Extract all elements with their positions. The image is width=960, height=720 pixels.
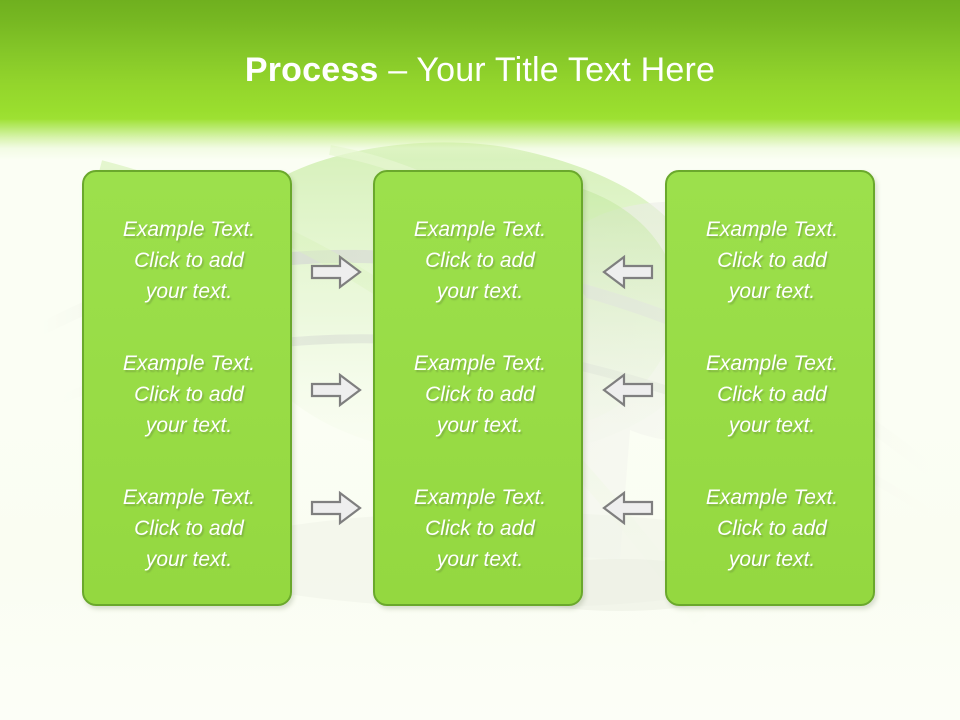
arrow-left-icon[interactable] <box>602 490 654 526</box>
placeholder-line: Example Text. <box>705 218 839 241</box>
process-box-column-3[interactable]: Example Text. Click to add your text. Ex… <box>665 170 875 606</box>
placeholder-line: your text. <box>436 414 524 437</box>
placeholder-line: Example Text. <box>413 486 547 509</box>
placeholder-line: Click to add <box>425 517 535 540</box>
placeholder-line: Click to add <box>134 383 244 406</box>
text-placeholder-2-1[interactable]: Example Text. Click to add your text. <box>383 214 577 307</box>
placeholder-line: Click to add <box>134 517 244 540</box>
text-placeholder-3-3[interactable]: Example Text. Click to add your text. <box>675 482 869 575</box>
placeholder-line: Example Text. <box>122 486 256 509</box>
page-title-rest: – Your Title Text Here <box>378 51 716 89</box>
page-title: Process – Your Title Text Here <box>0 48 960 92</box>
text-placeholder-3-2[interactable]: Example Text. Click to add your text. <box>675 348 869 441</box>
placeholder-line: your text. <box>728 414 816 437</box>
arrow-right-icon[interactable] <box>310 372 362 408</box>
placeholder-line: Example Text. <box>413 218 547 241</box>
text-placeholder-1-2[interactable]: Example Text. Click to add your text. <box>92 348 286 441</box>
placeholder-line: Example Text. <box>413 352 547 375</box>
arrow-right-icon[interactable] <box>310 254 362 290</box>
text-placeholder-1-3[interactable]: Example Text. Click to add your text. <box>92 482 286 575</box>
placeholder-line: your text. <box>145 414 233 437</box>
placeholder-line: Click to add <box>134 249 244 272</box>
text-placeholder-2-3[interactable]: Example Text. Click to add your text. <box>383 482 577 575</box>
text-placeholder-2-2[interactable]: Example Text. Click to add your text. <box>383 348 577 441</box>
arrow-left-icon[interactable] <box>602 372 654 408</box>
placeholder-line: Click to add <box>717 517 827 540</box>
process-box-column-2[interactable]: Example Text. Click to add your text. Ex… <box>373 170 583 606</box>
placeholder-line: Click to add <box>425 249 535 272</box>
page-title-strong: Process <box>244 51 379 89</box>
placeholder-line: Example Text. <box>705 352 839 375</box>
placeholder-line: your text. <box>436 280 524 303</box>
arrow-right-icon[interactable] <box>310 490 362 526</box>
placeholder-line: Click to add <box>717 383 827 406</box>
header-fade <box>0 118 960 160</box>
placeholder-line: Example Text. <box>122 218 256 241</box>
process-box-column-1[interactable]: Example Text. Click to add your text. Ex… <box>82 170 292 606</box>
arrow-left-icon[interactable] <box>602 254 654 290</box>
placeholder-line: your text. <box>145 548 233 571</box>
placeholder-line: Click to add <box>425 383 535 406</box>
placeholder-line: your text. <box>728 280 816 303</box>
placeholder-line: your text. <box>145 280 233 303</box>
placeholder-line: Example Text. <box>705 486 839 509</box>
text-placeholder-1-1[interactable]: Example Text. Click to add your text. <box>92 214 286 307</box>
placeholder-line: Click to add <box>717 249 827 272</box>
placeholder-line: your text. <box>436 548 524 571</box>
placeholder-line: your text. <box>728 548 816 571</box>
text-placeholder-3-1[interactable]: Example Text. Click to add your text. <box>675 214 869 307</box>
header-band <box>0 0 960 120</box>
placeholder-line: Example Text. <box>122 352 256 375</box>
